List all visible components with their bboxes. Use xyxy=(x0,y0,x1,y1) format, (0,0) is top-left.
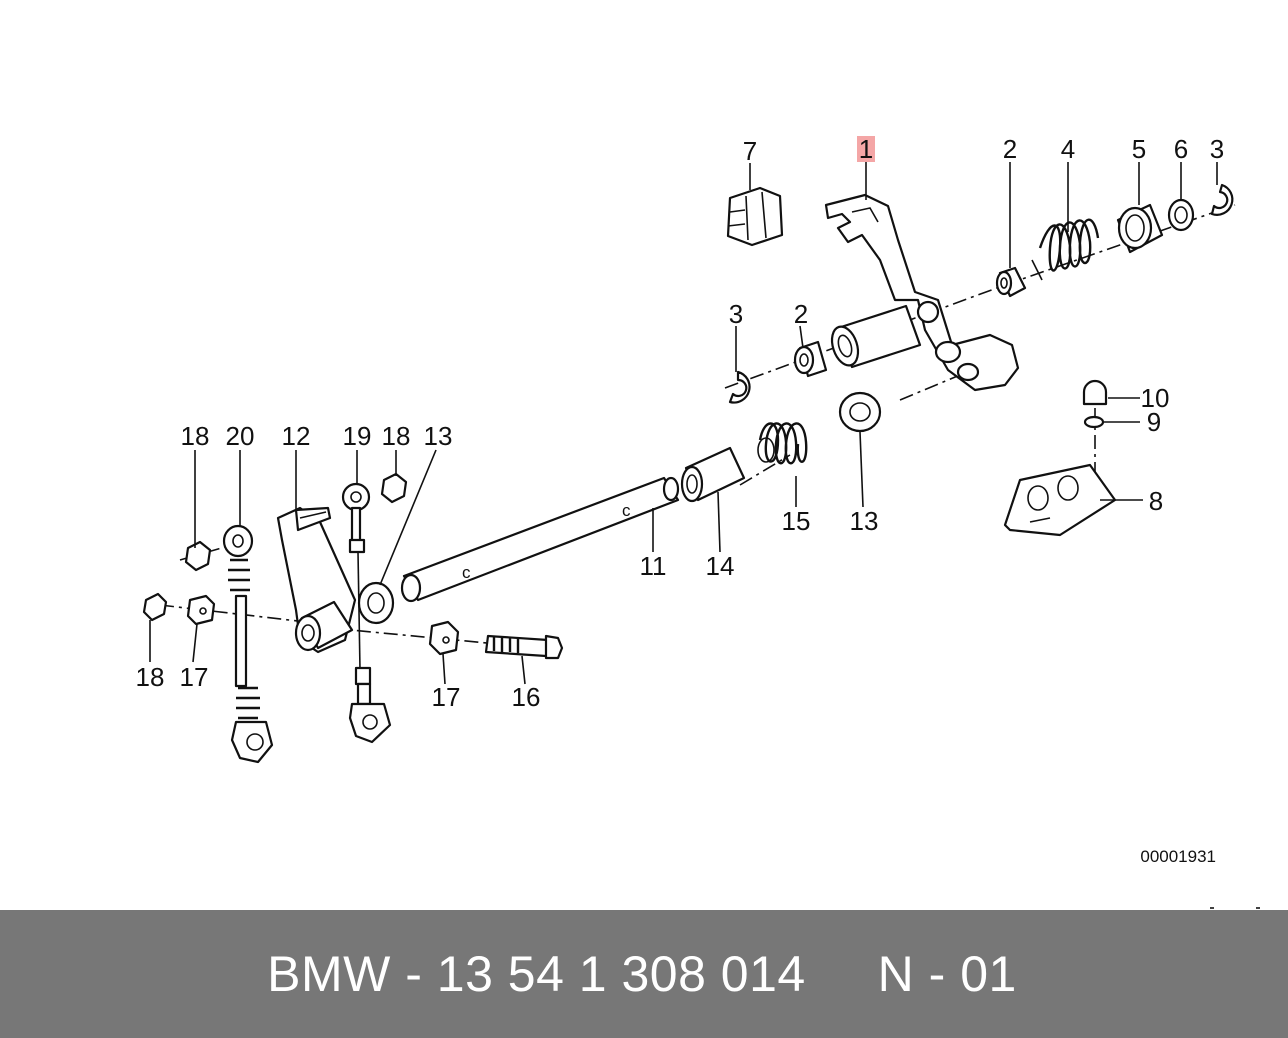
callout-13: 13 xyxy=(850,506,879,536)
washer-part-13-right xyxy=(838,391,882,433)
callout-18: 18 xyxy=(136,662,165,692)
shaft-mark-c: c xyxy=(622,501,631,520)
cap-nut-part-10 xyxy=(1082,379,1108,406)
callout-20: 20 xyxy=(226,421,255,451)
washer-part-6 xyxy=(1167,198,1195,232)
callout-4: 4 xyxy=(1061,134,1075,164)
part-number-footer: BMW - 13 54 1 308 014 N - 01 xyxy=(0,910,1288,1038)
callout-2: 2 xyxy=(1003,134,1017,164)
washer-part-9 xyxy=(1083,415,1105,429)
callout-7: 7 xyxy=(743,136,757,166)
bracket-part-8 xyxy=(1003,463,1117,537)
callout-3: 3 xyxy=(729,299,743,329)
clamp-part-17-left xyxy=(186,594,216,626)
callout-6: 6 xyxy=(1174,134,1188,164)
shift-lever-part-1 xyxy=(824,193,1020,392)
clamp-part-17-right xyxy=(428,620,460,656)
nut-part-18-lower-left xyxy=(142,592,168,622)
callout-18: 18 xyxy=(382,421,411,451)
upper-assembly-axis-end xyxy=(1004,204,1236,286)
callout-19: 19 xyxy=(343,421,372,451)
shaft-mark-c2: c xyxy=(462,563,471,582)
callout-11: 11 xyxy=(640,551,667,581)
bushing-part-2-lower xyxy=(793,340,828,378)
nut-part-18-upper-left xyxy=(184,540,212,572)
bushing-part-2-upper xyxy=(995,266,1027,298)
callout-1: 1 xyxy=(859,134,873,164)
spring-part-15 xyxy=(757,422,808,465)
spring-part-4 xyxy=(1031,218,1100,281)
lever-sleeve-lower xyxy=(294,600,354,652)
upper-assembly-axis xyxy=(724,284,1006,389)
nut-part-18-upper-right xyxy=(380,472,408,504)
callout-2: 2 xyxy=(794,299,808,329)
circlip-part-3-left xyxy=(728,370,751,404)
callout-8: 8 xyxy=(1149,486,1163,516)
cup-part-5 xyxy=(1116,203,1164,254)
callout-15: 15 xyxy=(782,506,811,536)
bushing-part-14 xyxy=(680,446,746,503)
callout-17: 17 xyxy=(180,662,209,692)
washer-part-13-left xyxy=(357,581,395,625)
exploded-view-drawing: c c xyxy=(136,134,1260,909)
callout-1-highlight xyxy=(857,136,875,162)
callout-17: 17 xyxy=(432,682,461,712)
adjustable-rod-part-20 xyxy=(222,524,274,764)
rod-end-part-19 xyxy=(341,482,371,671)
callout-16: 16 xyxy=(512,682,541,712)
rod-end-lower-middle xyxy=(348,666,392,744)
callout-9: 9 xyxy=(1147,407,1161,437)
callout-14: 14 xyxy=(706,551,735,581)
leader-lines xyxy=(149,162,1218,685)
clip-part-7 xyxy=(726,186,784,247)
part-number-label: BMW - 13 54 1 308 014 N - 01 xyxy=(267,946,1017,1002)
spring-axis xyxy=(739,454,791,486)
shaft-part-11: c c xyxy=(400,476,680,603)
callout-18: 18 xyxy=(181,421,210,451)
lever-sleeve xyxy=(830,304,922,369)
washer-axis xyxy=(899,374,961,401)
circlip-part-3-right xyxy=(1210,183,1234,216)
callout-13: 13 xyxy=(424,421,453,451)
parts-diagram: c c xyxy=(135,134,1260,909)
bolt-part-16 xyxy=(484,634,564,660)
callout-3: 3 xyxy=(1210,134,1224,164)
callout-12: 12 xyxy=(282,421,311,451)
callout-10: 10 xyxy=(1141,383,1170,413)
callout-5: 5 xyxy=(1132,134,1146,164)
drawing-reference-number: 00001931 xyxy=(1140,847,1216,866)
